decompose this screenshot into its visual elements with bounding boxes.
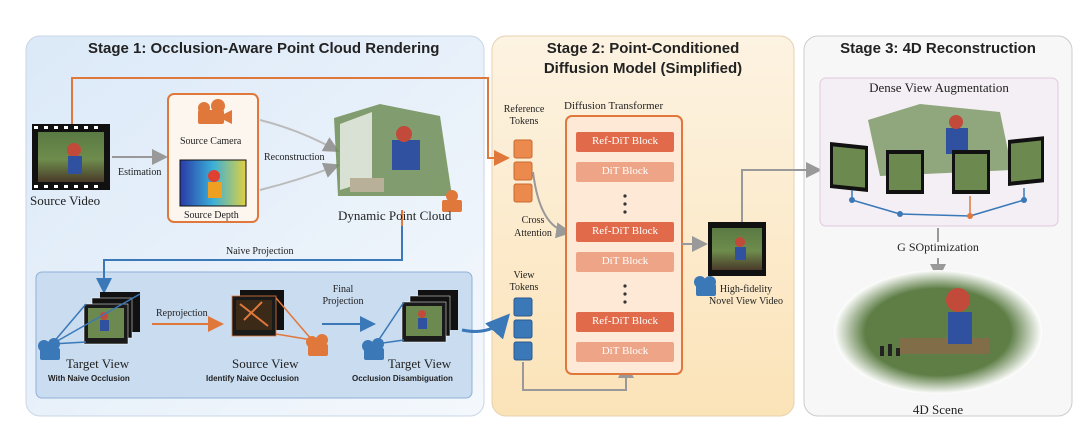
stage2-title-line1: Stage 2: Point-Conditioned [546, 40, 740, 57]
gs-optimization-label: G SOptimization [897, 240, 979, 254]
reprojection-label: Reprojection [156, 308, 208, 319]
4d-scene-label: 4D Scene [912, 402, 964, 417]
scene-figure-body [948, 312, 972, 344]
reconstruction-arrow-bottom [259, 162, 340, 191]
target-view-2-label: Target View [388, 356, 452, 371]
source-view-stack [231, 290, 328, 356]
ref-dit-block-2: Ref-DiT Block [591, 225, 659, 237]
point-cloud-image [334, 104, 462, 212]
view-tokens-label: View Tokens [509, 270, 539, 293]
output-to-augmentation-arrow [741, 162, 822, 222]
scene-figure-head [946, 288, 970, 312]
source-camera-label: Source Camera [180, 136, 242, 147]
target-view-1-sublabel: With Naive Occlusion [48, 374, 130, 383]
ref-dit-block-3-bg [576, 312, 674, 332]
reconstruction-label: Reconstruction [264, 152, 325, 163]
target-view-1-stack [38, 292, 141, 360]
output-video-label: High-fidelity Novel View Video [709, 284, 783, 307]
ref-dit-block-1: Ref-DiT Block [591, 135, 659, 147]
scene-bench [900, 338, 990, 354]
output-camera-icon [694, 276, 716, 296]
target-view-2-sublabel: Occlusion Disambiguation [352, 374, 453, 383]
diffusion-transformer-label: Diffusion Transformer [564, 100, 664, 112]
ellipsis-dots [623, 194, 627, 304]
final-projection-label: Final Projection [322, 284, 364, 307]
source-view-camera-icon [306, 334, 328, 356]
source-video-thumbnail [32, 124, 110, 190]
source-camera-icon [198, 99, 232, 124]
ref-dit-block-3: Ref-DiT Block [591, 315, 659, 327]
dynamic-point-cloud-label: Dynamic Point Cloud [338, 208, 452, 223]
ref-dit-block-1-bg [576, 132, 674, 152]
source-view-label: Source View [232, 356, 299, 371]
target-view-1-camera-icon [38, 338, 60, 360]
dit-block-2: DiT Block [601, 255, 649, 267]
view-tokens [513, 297, 533, 361]
target-view-2-camera-icon [362, 338, 384, 360]
cross-attention-arrow [532, 171, 572, 239]
naive-projection-arrow [96, 210, 403, 294]
stage2-title-line2: Diffusion Model (Simplified) [543, 60, 743, 77]
target-view-1-label: Target View [66, 356, 130, 371]
point-cloud-camera-icon [442, 190, 462, 212]
4d-scene-image [834, 270, 1042, 394]
dit-block-1: DiT Block [601, 165, 649, 177]
dit-block-3-bg [576, 342, 674, 362]
source-video-label: Source Video [30, 193, 101, 208]
source-depth-label: Source Depth [184, 210, 239, 221]
augmented-camera-rig [849, 188, 1027, 219]
stage1-title: Stage 1: Occlusion-Aware Point Cloud Ren… [88, 40, 440, 57]
stage3-title: Stage 3: 4D Reconstruction [840, 40, 1036, 57]
reconstruction-arrow-top [259, 119, 340, 152]
dense-view-label: Dense View Augmentation [869, 80, 1009, 95]
chess-pieces [880, 344, 900, 356]
cross-attention-label: Cross Attention [514, 215, 552, 239]
ref-dit-block-2-bg [576, 222, 674, 242]
estimation-label: Estimation [118, 167, 162, 178]
dit-block-3: DiT Block [601, 345, 649, 357]
dit-block-1-bg [576, 162, 674, 182]
augmented-views [830, 136, 1044, 194]
view-tokens-input-arrow [522, 362, 634, 391]
diffusion-transformer-box [565, 115, 683, 375]
dit-block-2-bg [576, 252, 674, 272]
reference-tokens [513, 139, 533, 203]
target-view-2-stack [362, 290, 458, 360]
target-to-view-tokens-arrow [461, 313, 510, 340]
source-view-sublabel: Identify Naive Occlusion [206, 374, 299, 383]
output-video-thumbnail [694, 222, 766, 296]
reference-tokens-label: Reference Tokens [503, 104, 545, 127]
source-to-reference-arrow [71, 77, 510, 166]
source-depth-map [179, 159, 247, 207]
naive-projection-label: Naive Projection [226, 246, 294, 257]
